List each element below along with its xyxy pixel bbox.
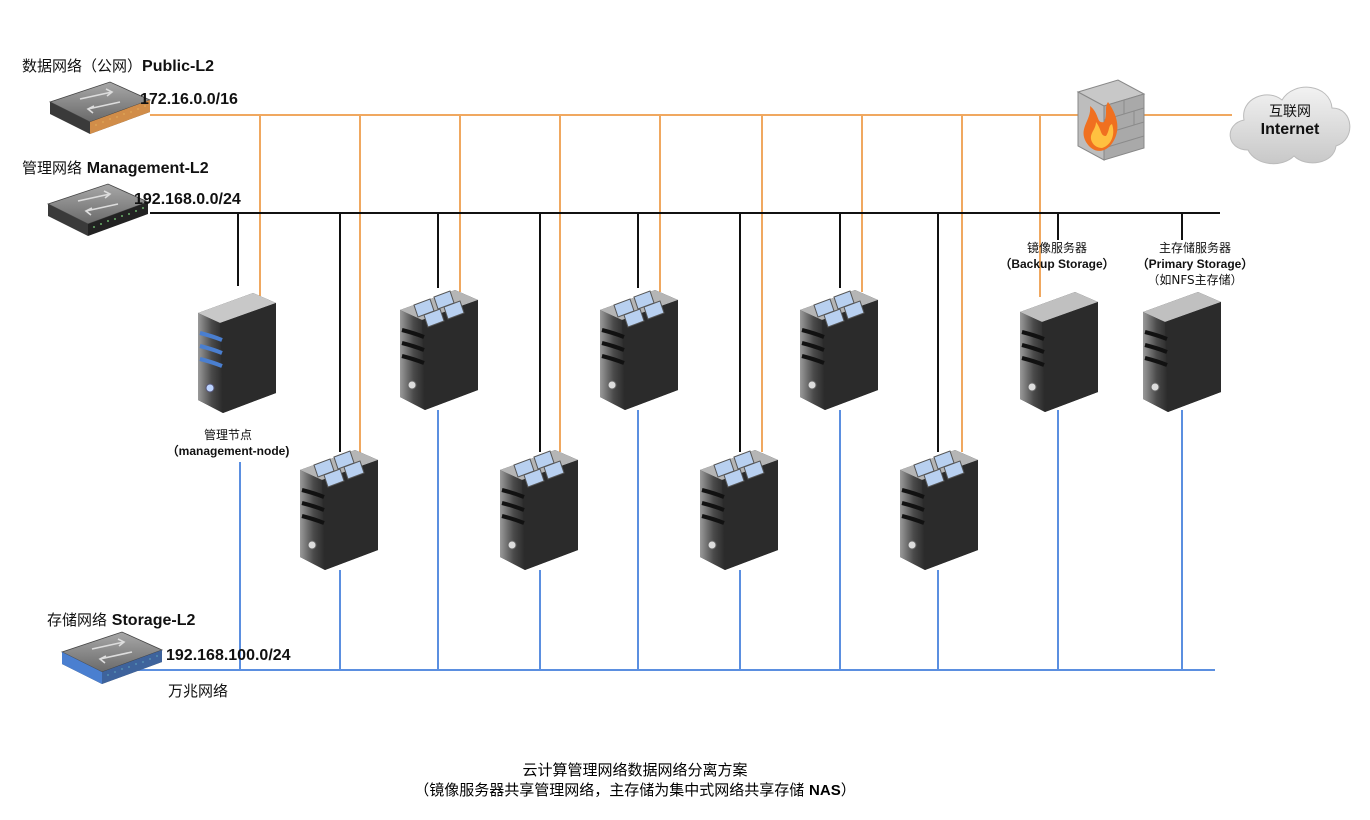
storage-network-lines xyxy=(135,410,1215,671)
compute-server-icon xyxy=(398,288,480,412)
primary-storage-sub: （Primary Storage） xyxy=(1136,257,1254,271)
storage-subnet: 192.168.100.0/24 xyxy=(166,646,291,665)
caption-line1: 云计算管理网络数据网络分离方案 xyxy=(522,761,748,779)
internet-label: 互联网 Internet xyxy=(1250,104,1330,138)
primary-storage-sub2: （如NFS主存储） xyxy=(1147,273,1243,287)
primary-storage-server-icon xyxy=(1141,290,1223,414)
public-subnet-text: 172.16.0.0/16 xyxy=(140,91,238,108)
public-subnet: 172.16.0.0/16 xyxy=(140,90,238,109)
management-network-title: 管理网络 Management-L2 xyxy=(22,157,209,178)
management-subnet: 192.168.0.0/24 xyxy=(134,190,241,209)
primary-storage-title: 主存储服务器 xyxy=(1158,241,1231,255)
management-network-lines xyxy=(150,212,1220,452)
backup-storage-sub: （Backup Storage） xyxy=(999,257,1115,271)
firewall-icon xyxy=(1076,79,1146,161)
primary-storage-label: 主存储服务器 （Primary Storage） （如NFS主存储） xyxy=(1120,240,1270,288)
storage-switch-icon xyxy=(61,631,163,685)
storage-network-note: 万兆网络 xyxy=(168,682,229,700)
public-network-title: 数据网络（公网）Public-L2 xyxy=(22,55,214,76)
public-network-label: 数据网络（公网） xyxy=(22,57,143,75)
caption-line2: （镜像服务器共享管理网络，主存储为集中式网络共享存储 NAS） xyxy=(0,780,1270,801)
public-network-lines xyxy=(150,114,1232,455)
management-subnet-text: 192.168.0.0/24 xyxy=(134,191,241,208)
management-switch-icon xyxy=(47,183,149,237)
backup-storage-server-icon xyxy=(1018,290,1100,414)
management-node-title: 管理节点 xyxy=(203,428,252,442)
storage-network-title: 存储网络 Storage-L2 xyxy=(47,609,195,630)
public-network-name: Public-L2 xyxy=(142,58,215,75)
internet-label-en: Internet xyxy=(1260,121,1320,138)
storage-network-label: 存储网络 xyxy=(47,611,108,629)
compute-server-icon xyxy=(698,448,780,572)
management-node-sub: （management-node) xyxy=(166,444,290,458)
diagram-caption: 云计算管理网络数据网络分离方案 （镜像服务器共享管理网络，主存储为集中式网络共享… xyxy=(0,760,1270,801)
compute-server-icon xyxy=(898,448,980,572)
management-network-name: Management-L2 xyxy=(86,160,209,177)
backup-storage-label: 镜像服务器 （Backup Storage） xyxy=(982,240,1132,272)
caption-line2-pre: （镜像服务器共享管理网络，主存储为集中式网络共享存储 xyxy=(414,781,810,799)
caption-line2-post: ） xyxy=(840,781,856,799)
compute-server-icon xyxy=(498,448,580,572)
compute-server-icon xyxy=(798,288,880,412)
management-node-label: 管理节点 （management-node) xyxy=(148,427,308,459)
management-node-server-icon xyxy=(198,293,276,413)
compute-server-icon xyxy=(298,448,380,572)
compute-server-icon xyxy=(598,288,680,412)
internet-cloud-icon xyxy=(1229,86,1351,165)
storage-subnet-text: 192.168.100.0/24 xyxy=(166,647,291,664)
internet-label-cn: 互联网 xyxy=(1269,104,1311,120)
caption-line2-bold: NAS xyxy=(809,782,841,799)
public-switch-icon xyxy=(49,81,151,135)
management-network-label: 管理网络 xyxy=(22,159,83,177)
storage-network-name: Storage-L2 xyxy=(111,612,196,629)
backup-storage-title: 镜像服务器 xyxy=(1026,241,1087,255)
